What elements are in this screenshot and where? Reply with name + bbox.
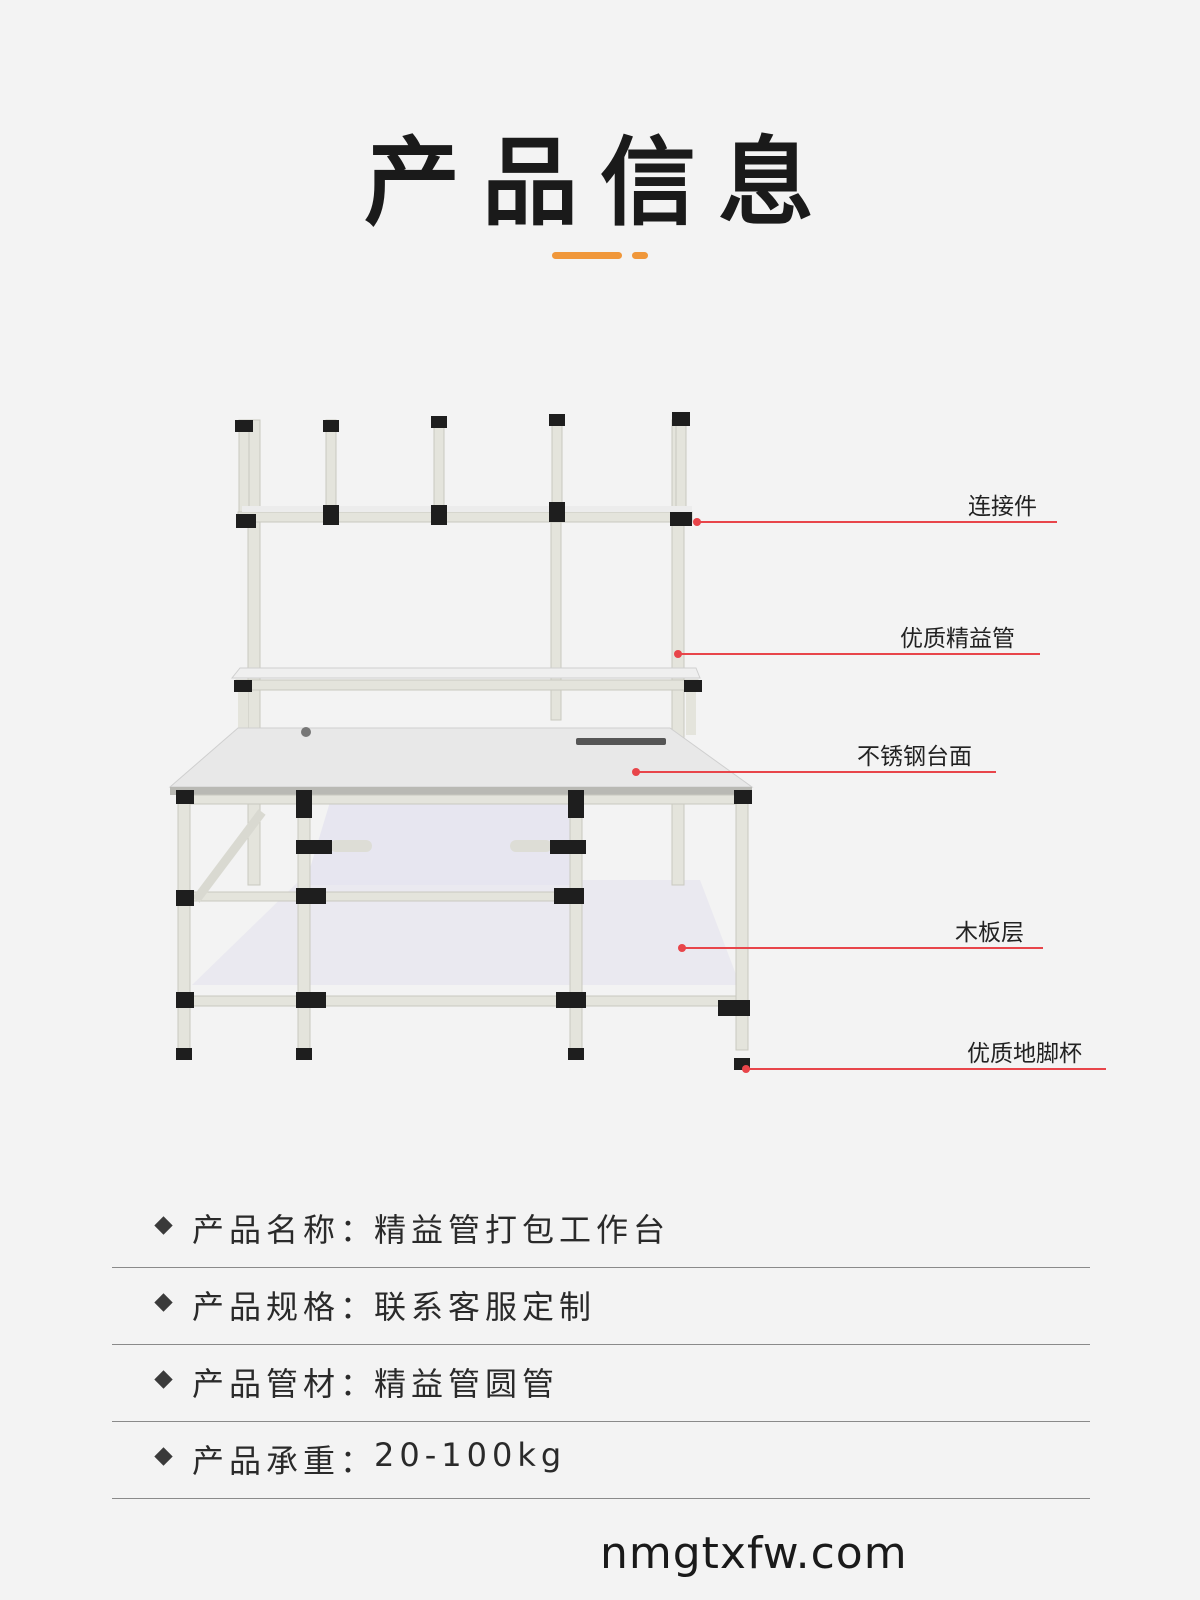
connector [235,420,253,432]
spec-row-load: 产品承重： 20-100kg [112,1422,1090,1499]
foot-cup [176,1048,192,1060]
lower-shelf-board [192,880,740,985]
spec-label: 产品承重： [192,1442,378,1480]
connector [176,790,194,804]
main-worktop [168,727,754,788]
worktop-slot [576,738,666,745]
connector [431,505,447,525]
inner-crossbar [309,891,571,902]
title-accent-bar [552,252,622,259]
connector [549,502,565,522]
diagonal-brace [192,809,266,903]
connector [672,412,690,426]
spec-value: 精益管打包工作台 [374,1211,671,1249]
callout-label-board: 木板层 [955,920,1024,946]
spec-value: 精益管圆管 [374,1365,560,1403]
connector [431,416,447,428]
connector [296,888,326,904]
spec-label: 产品管材： [192,1365,378,1403]
title-accent-dot [632,252,648,259]
callout-dot [693,518,701,526]
connector [684,680,702,692]
diamond-bullet-icon [154,1447,173,1466]
connector [296,790,312,818]
page-title: 产品信息 [364,127,836,239]
connector [554,888,584,904]
middle-shelf [230,667,701,679]
top-post-5 [675,419,687,521]
callout-dot [742,1065,750,1073]
callout-dot [674,650,682,658]
connector [234,680,252,692]
callout-dot [678,944,686,952]
diamond-bullet-icon [154,1293,173,1312]
spec-label: 产品规格： [192,1288,378,1326]
callout-label-worktop: 不锈钢台面 [857,744,972,770]
connector [296,992,326,1008]
middle-leg-right [686,685,696,735]
under-top-crossbar [189,794,737,805]
connector [323,420,339,432]
top-post-1 [238,419,250,521]
callout-label-pipe: 优质精益管 [900,626,1015,652]
connector [568,790,584,818]
spec-value: 20-100kg [374,1436,567,1474]
callout-label-foot: 优质地脚杯 [967,1041,1082,1067]
top-shelf [242,506,692,512]
foot-cup [296,1048,312,1060]
connector [176,890,194,906]
hanging-bar-right [510,840,552,852]
connector [734,790,752,804]
middle-crossbar [235,679,699,691]
spec-label: 产品名称： [192,1211,378,1249]
callout-dot [632,768,640,776]
connector [718,1000,750,1016]
connector [176,992,194,1008]
connector [556,992,586,1008]
workbench-illustration [168,412,1106,1073]
spec-row-material: 产品管材： 精益管圆管 [112,1345,1090,1422]
connector [296,840,332,854]
diamond-bullet-icon [154,1216,173,1235]
middle-leg-left [238,685,248,735]
front-leg-2 [297,794,311,1051]
hanging-bar-left [330,840,372,852]
lower-crossbar [189,995,737,1007]
connector [323,505,339,525]
worktop-hole [301,727,311,737]
website-url: nmgtxfw.com [600,1528,908,1579]
spec-row-size: 产品规格： 联系客服定制 [112,1268,1090,1345]
connector [670,512,692,526]
callout-label-connector: 连接件 [968,494,1037,520]
connector [549,414,565,426]
front-leg-1 [177,794,191,1051]
diamond-bullet-icon [154,1370,173,1389]
connector [236,514,256,528]
top-crossbar [237,511,693,523]
main-worktop-edge [170,787,752,795]
spec-value: 联系客服定制 [374,1288,597,1326]
spec-row-name: 产品名称： 精益管打包工作台 [112,1191,1090,1268]
front-leg-3 [569,794,583,1051]
connector [550,840,586,854]
inner-shelf-board [305,802,578,885]
foot-cup [568,1048,584,1060]
